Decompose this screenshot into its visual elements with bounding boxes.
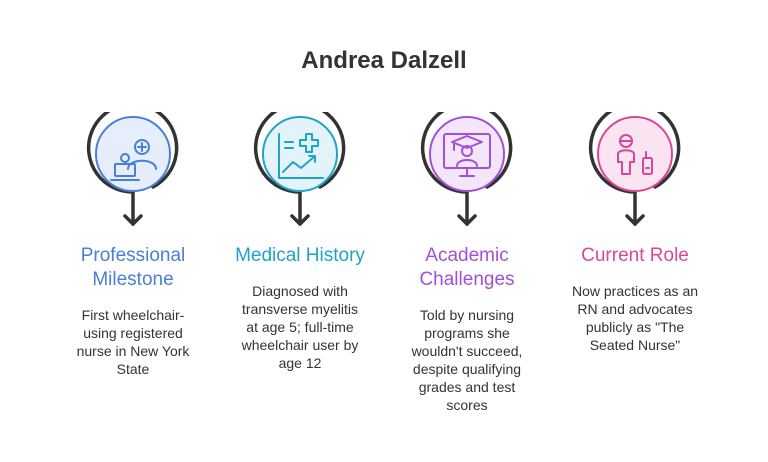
step-description: Told by nursing programs she wouldn't su… [411,307,523,413]
step-badge [253,112,346,226]
step-badge [86,112,179,226]
page-title: Andrea Dalzell [301,47,467,74]
step-badge [420,112,513,226]
step-description: Diagnosed with transverse myelitis at ag… [241,283,359,371]
nurse-at-laptop-icon [110,139,157,181]
step-description: Now practices as an RN and advocates pub… [571,283,699,353]
step-heading: Medical History [235,245,365,266]
graduate-monitor-icon [443,133,491,177]
nurse-with-phone-icon [617,134,653,175]
medical-chart-icon [278,133,324,179]
step-description: First wheelchair- using registered nurse… [76,307,190,377]
step-badge [588,112,681,226]
step-heading: Academic Challenges [419,245,515,290]
step-heading: Current Role [581,245,689,266]
step-heading: Professional Milestone [80,245,186,290]
